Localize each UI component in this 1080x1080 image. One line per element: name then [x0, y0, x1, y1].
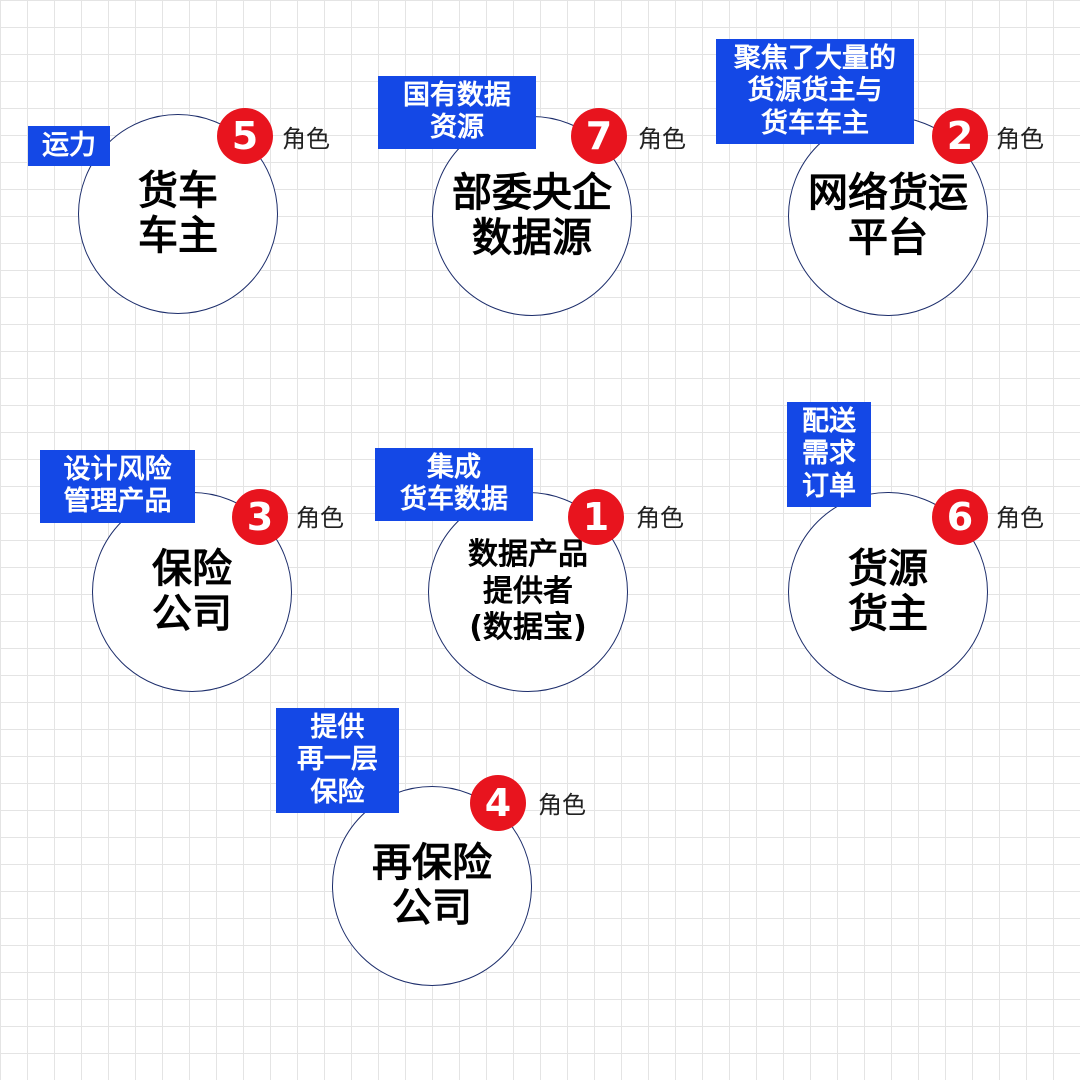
- role-label: 角色: [996, 504, 1044, 532]
- role-label: 角色: [296, 504, 344, 532]
- role-label: 角色: [538, 791, 586, 819]
- role-number-badge: 6: [932, 489, 988, 545]
- role-label: 角色: [996, 125, 1044, 153]
- role-tag: 配送 需求 订单: [787, 402, 871, 508]
- role-name: 货车 车主: [138, 168, 218, 259]
- role-name: 货源 货主: [848, 546, 928, 637]
- role-label: 角色: [636, 504, 684, 532]
- role-tag: 设计风险 管理产品: [40, 450, 195, 523]
- role-tag: 运力: [28, 126, 110, 167]
- role-tag: 提供 再一层 保险: [276, 708, 399, 814]
- role-name: 再保险 公司: [372, 840, 492, 931]
- role-name: 数据产品 提供者 (数据宝): [468, 537, 588, 646]
- role-name: 部委央企 数据源: [452, 170, 612, 261]
- role-name: 保险 公司: [152, 546, 232, 637]
- role-number-badge: 3: [232, 489, 288, 545]
- role-number-badge: 1: [568, 489, 624, 545]
- role-number-badge: 5: [217, 108, 273, 164]
- role-tag: 聚焦了大量的 货源货主与 货车车主: [716, 39, 914, 145]
- role-name: 网络货运 平台: [808, 170, 968, 261]
- role-number-badge: 4: [470, 775, 526, 831]
- role-circle-reinsurance-company: 再保险 公司: [332, 786, 532, 986]
- role-tag: 国有数据 资源: [378, 76, 536, 149]
- role-number-badge: 7: [571, 108, 627, 164]
- role-label: 角色: [638, 125, 686, 153]
- role-number-badge: 2: [932, 108, 988, 164]
- role-label: 角色: [282, 125, 330, 153]
- role-tag: 集成 货车数据: [375, 448, 533, 521]
